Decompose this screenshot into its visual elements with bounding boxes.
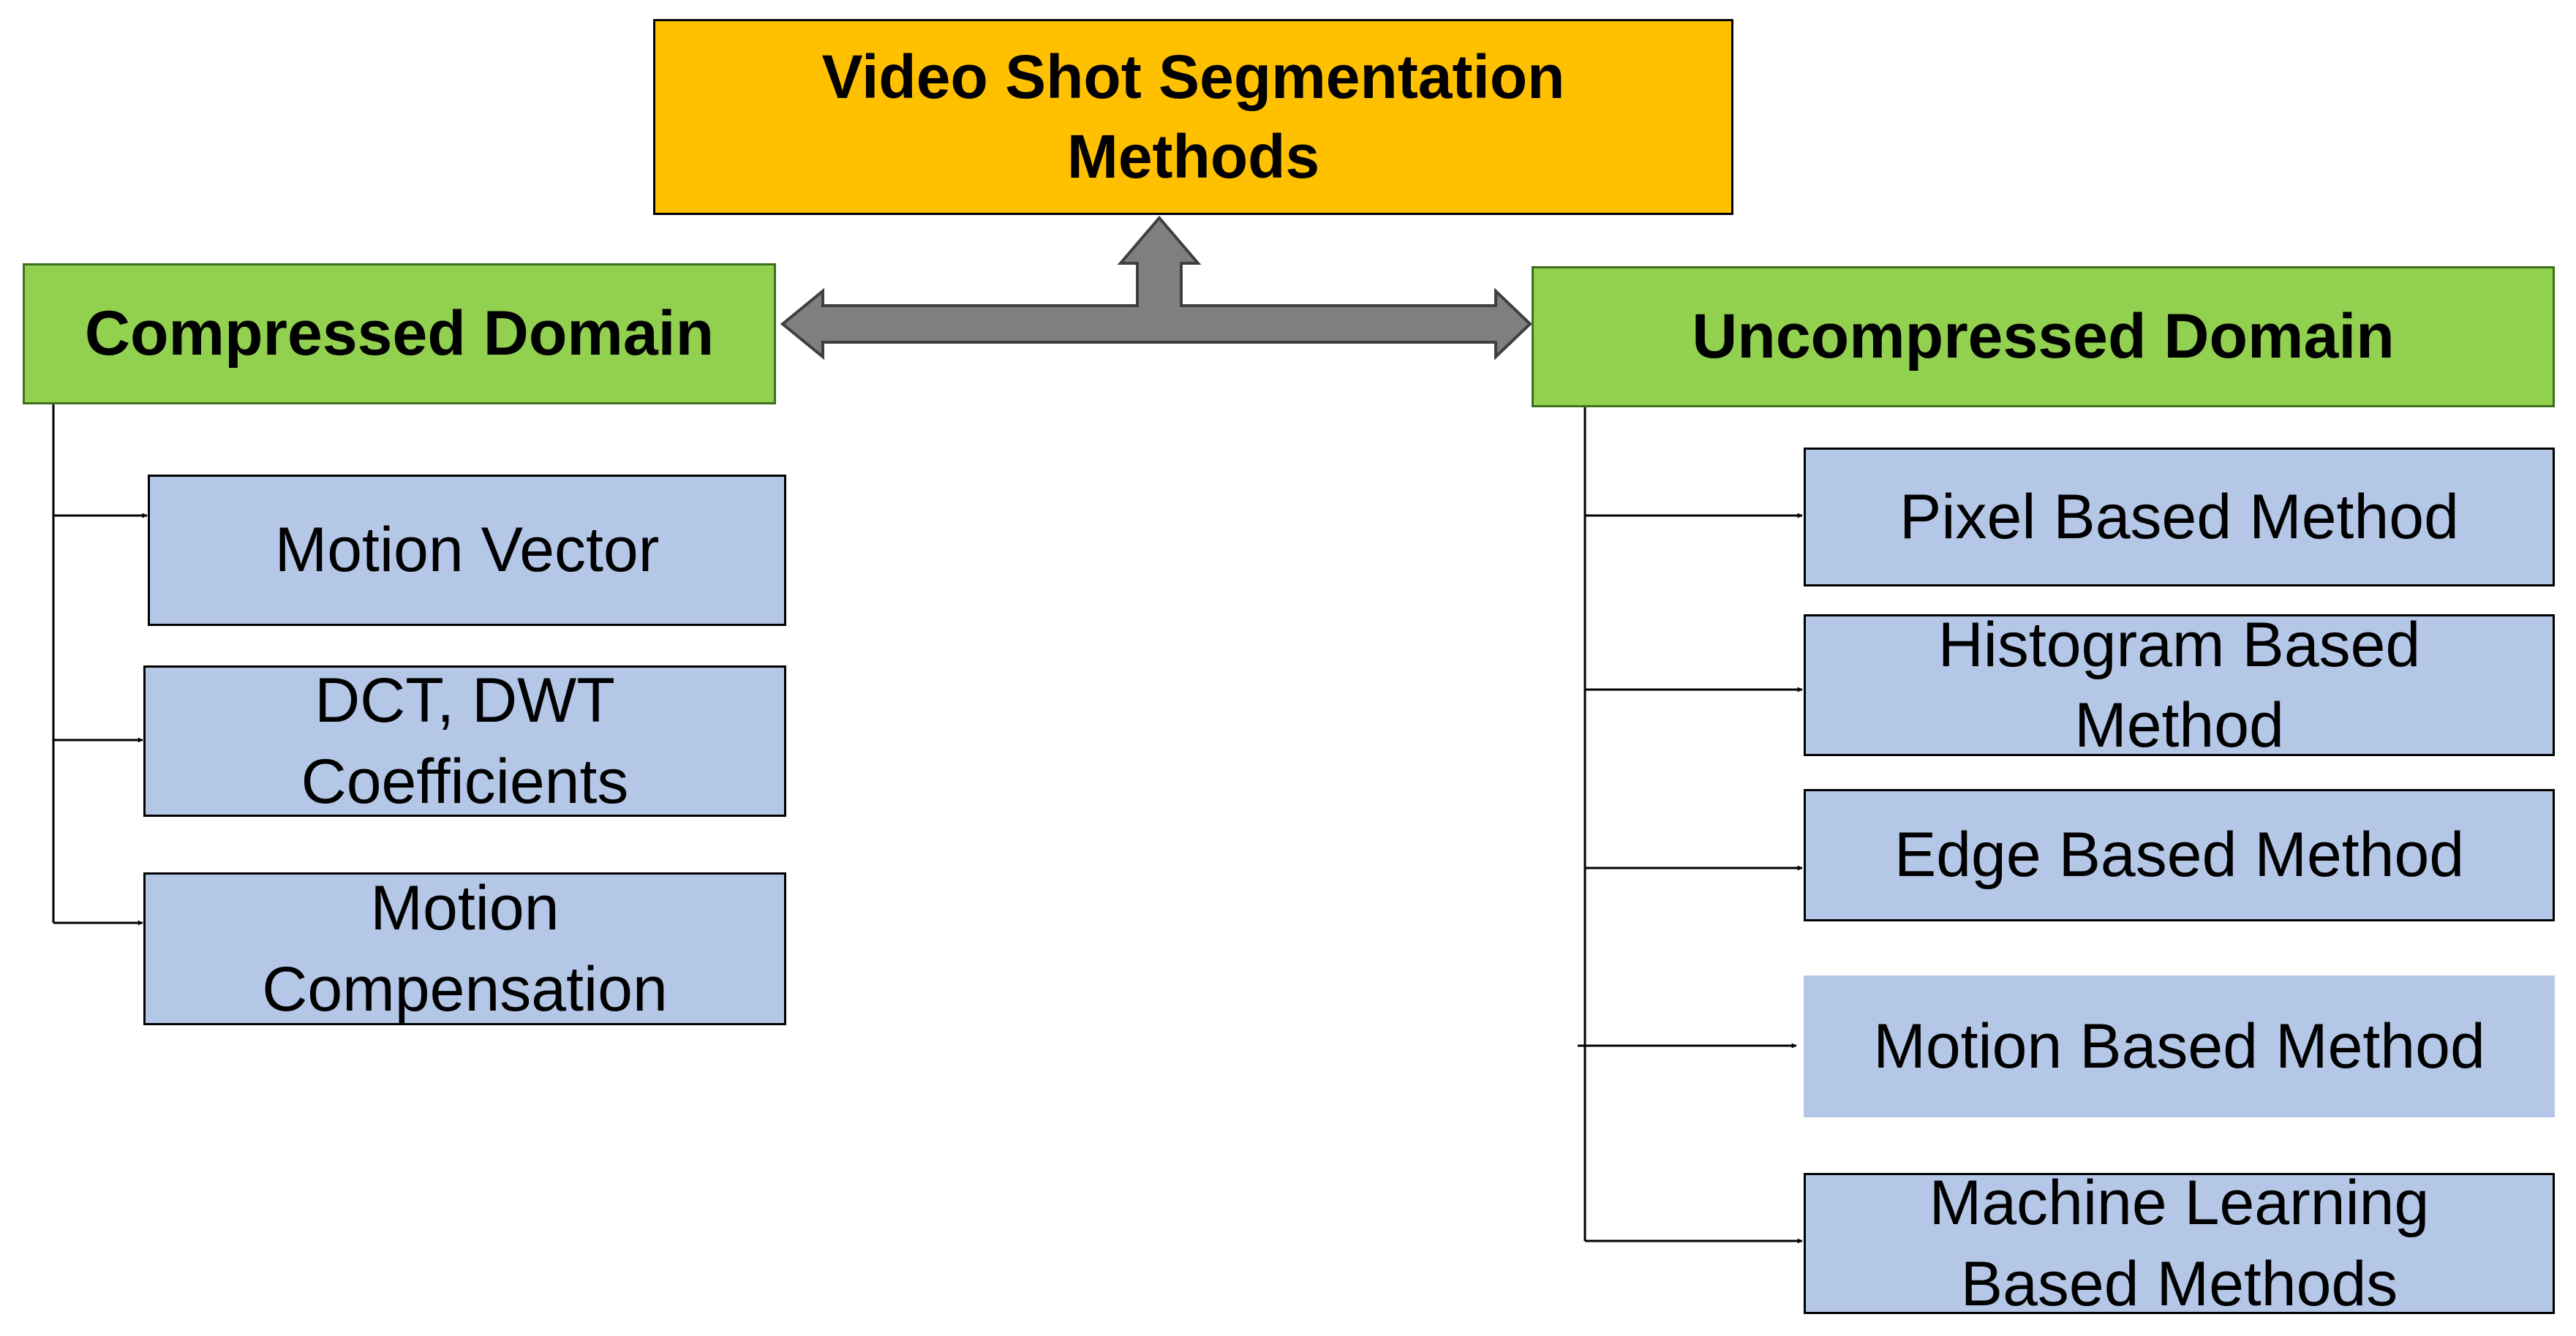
method-label: Machine Learning Based Methods: [1929, 1168, 2430, 1319]
method-label: Pixel Based Method: [1899, 481, 2459, 552]
method-motion-vector: Motion Vector: [148, 475, 786, 626]
method-dct-dwt-coefficients: DCT, DWT Coefficients: [143, 665, 786, 817]
method-label: DCT, DWT Coefficients: [301, 665, 629, 817]
compressed-domain-node: Compressed Domain: [23, 263, 776, 404]
domain-link-arrow: [780, 215, 1532, 361]
compressed-domain-label: Compressed Domain: [84, 298, 715, 369]
root-node: Video Shot Segmentation Methods: [653, 19, 1733, 215]
method-label: Motion Compensation: [262, 873, 668, 1024]
method-machine-learning-based: Machine Learning Based Methods: [1804, 1168, 2555, 1319]
method-histogram-based: Histogram Based Method: [1804, 610, 2555, 761]
method-label: Edge Based Method: [1894, 820, 2465, 891]
uncompressed-domain-node: Uncompressed Domain: [1532, 266, 2555, 407]
method-edge-based: Edge Based Method: [1804, 789, 2555, 921]
method-pixel-based: Pixel Based Method: [1804, 448, 2555, 586]
method-label: Histogram Based Method: [1937, 609, 2421, 761]
method-motion-compensation: Motion Compensation: [143, 872, 786, 1025]
method-label: Motion Based Method: [1873, 1011, 2485, 1082]
uncompressed-domain-label: Uncompressed Domain: [1692, 301, 2395, 371]
root-node-label: Video Shot Segmentation Methods: [821, 42, 1565, 191]
method-label: Motion Vector: [274, 515, 660, 586]
method-motion-based: Motion Based Method: [1804, 975, 2555, 1117]
